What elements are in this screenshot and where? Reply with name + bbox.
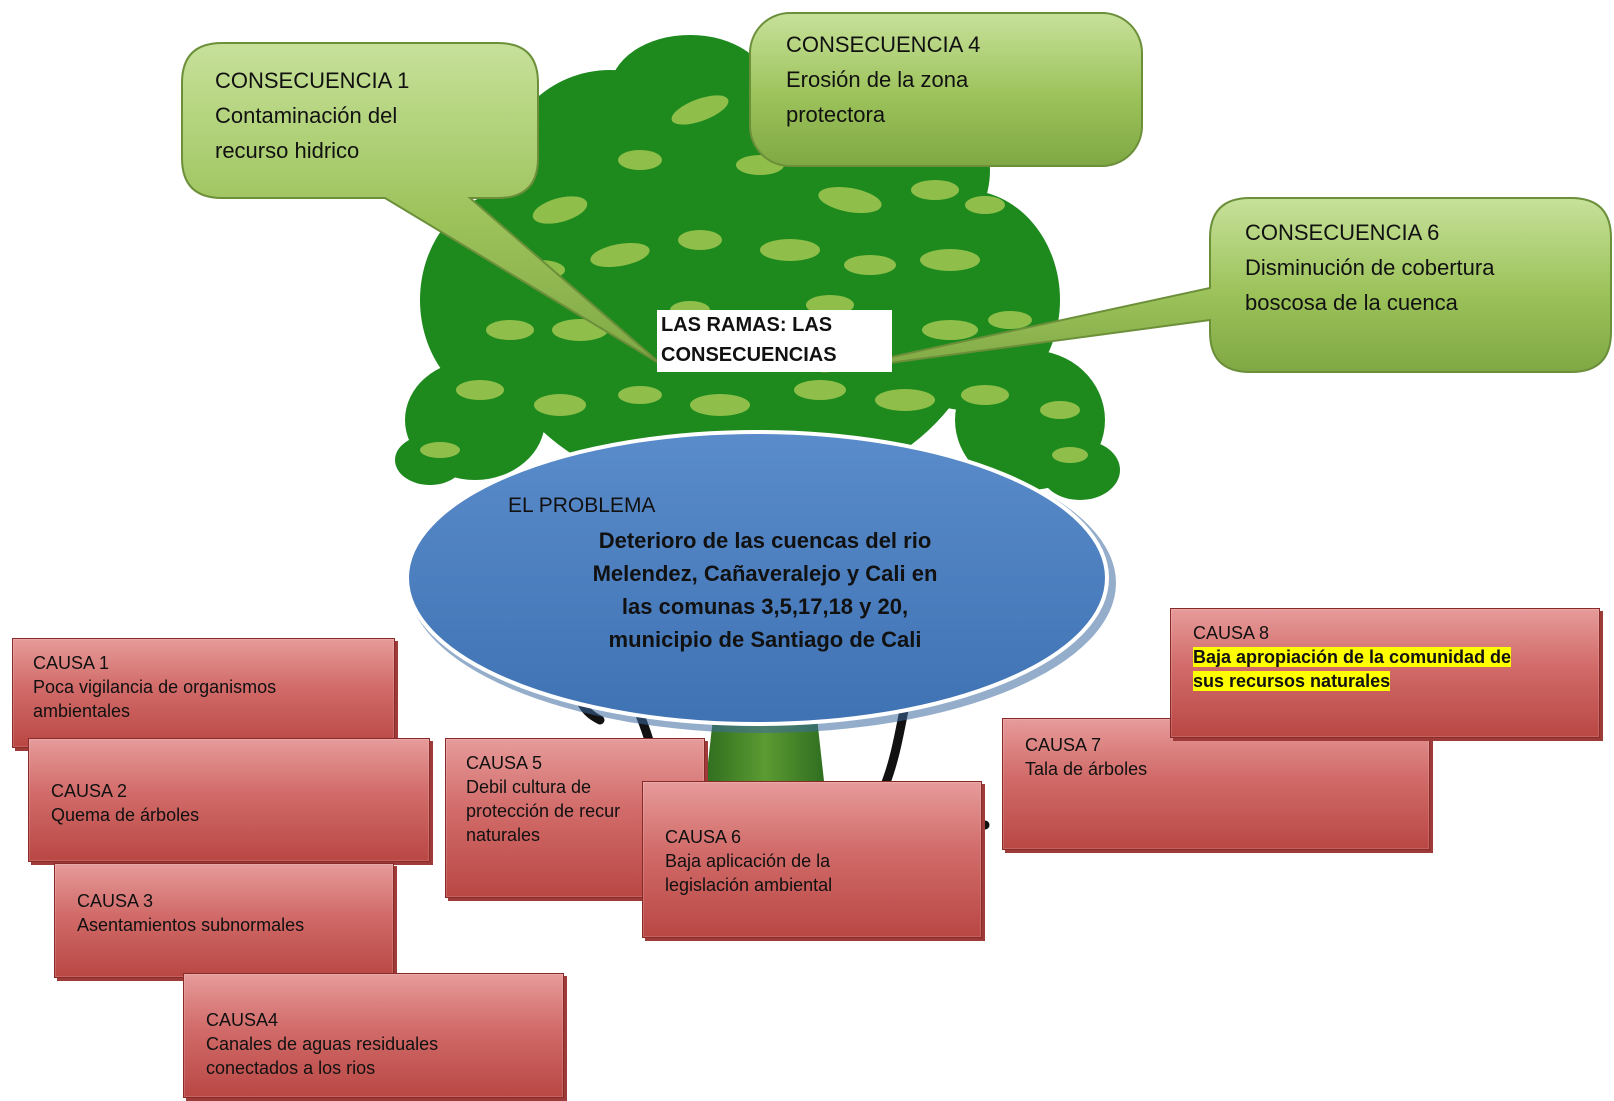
callout-consecuencia-4: [749, 12, 1143, 167]
cause-line: ambientales: [33, 701, 131, 721]
consequence-6-text: CONSECUENCIA 6 Disminución de cobertura …: [1245, 215, 1494, 320]
tree-foliage: [395, 35, 1120, 500]
cause-line: conectados a los rios: [206, 1058, 376, 1078]
cause-line: Asentamientos subnormales: [77, 915, 305, 935]
consequence-4-text: CONSECUENCIA 4 Erosión de la zona protec…: [786, 27, 980, 132]
cause-line-highlighted: sus recursos naturales: [1193, 671, 1391, 691]
cause-box-8: CAUSA 8 Baja apropiación de la comunidad…: [1170, 608, 1600, 738]
problem-line: Melendez, Cañaveralejo y Cali en: [592, 561, 938, 586]
cause-box-3: CAUSA 3 Asentamientos subnormales: [54, 863, 394, 978]
consequence-line: Erosión de la zona: [786, 67, 969, 92]
consequence-line: protectora: [786, 102, 886, 127]
cause-title: CAUSA 2: [51, 781, 128, 801]
cause-line: Canales de aguas residuales: [206, 1034, 439, 1054]
problem-line: municipio de Santiago de Cali: [608, 627, 922, 652]
cause-line: Debil cultura de: [466, 777, 592, 797]
consequence-line: boscosa de la cuenca: [1245, 290, 1458, 315]
cause-box-7: CAUSA 7 Tala de árboles: [1002, 718, 1430, 850]
problem-line: las comunas 3,5,17,18 y 20,: [621, 594, 909, 619]
cause-box-4: CAUSA4 Canales de aguas residuales conec…: [183, 973, 564, 1098]
branches-label-line: CONSECUENCIAS: [661, 344, 837, 366]
cause-title: CAUSA 3: [77, 891, 154, 911]
cause-line: Baja aplicación de la: [665, 851, 831, 871]
problem-statement: Deterioro de las cuencas del rio Melende…: [520, 524, 1010, 656]
consequence-title: CONSECUENCIA 4: [786, 32, 981, 57]
cause-title: CAUSA 1: [33, 653, 110, 673]
cause-line: Tala de árboles: [1025, 759, 1148, 779]
consequence-line: Disminución de cobertura: [1245, 255, 1495, 280]
cause-title: CAUSA4: [206, 1010, 279, 1030]
branches-label-line: LAS RAMAS: LAS: [661, 314, 833, 336]
branches-label: LAS RAMAS: LAS CONSECUENCIAS: [657, 310, 892, 372]
consequence-line: recurso hidrico: [215, 138, 360, 163]
problem-line: Deterioro de las cuencas del rio: [598, 528, 932, 553]
cause-box-1: CAUSA 1 Poca vigilancia de organismos am…: [12, 638, 395, 748]
consequence-1-text: CONSECUENCIA 1 Contaminación del recurso…: [215, 63, 409, 168]
cause-line: Quema de árboles: [51, 805, 200, 825]
problem-heading: EL PROBLEMA: [508, 494, 656, 517]
cause-line: legislación ambiental: [665, 875, 833, 895]
problem-ellipse: [405, 430, 1116, 733]
consequence-title: CONSECUENCIA 6: [1245, 220, 1440, 245]
cause-line: naturales: [466, 825, 541, 845]
cause-title: CAUSA 8: [1193, 623, 1270, 643]
cause-title: CAUSA 7: [1025, 735, 1102, 755]
consequence-title: CONSECUENCIA 1: [215, 68, 410, 93]
cause-line: Poca vigilancia de organismos: [33, 677, 277, 697]
cause-line: protección de recur: [466, 801, 621, 821]
callout-consecuencia-6: [821, 197, 1612, 373]
cause-title: CAUSA 6: [665, 827, 742, 847]
cause-box-2: CAUSA 2 Quema de árboles: [28, 738, 430, 862]
callout-consecuencia-1: [181, 42, 663, 366]
consequence-line: Contaminación del: [215, 103, 398, 128]
cause-line-highlighted: Baja apropiación de la comunidad de: [1193, 647, 1512, 667]
cause-title: CAUSA 5: [466, 753, 543, 773]
cause-box-6: CAUSA 6 Baja aplicación de la legislació…: [642, 781, 982, 938]
